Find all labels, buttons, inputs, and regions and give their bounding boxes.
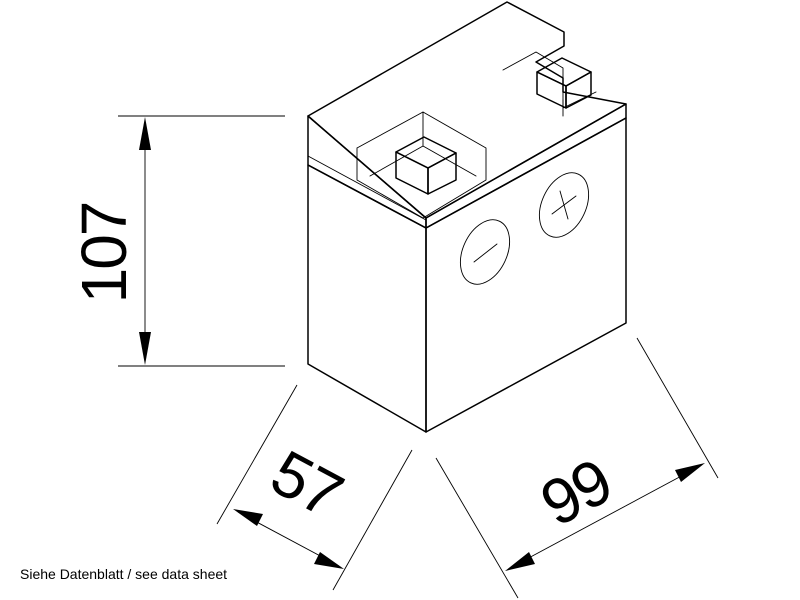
plus-icon-vertical xyxy=(559,190,569,220)
width-arrow-right xyxy=(675,463,705,482)
height-dimension: 107 xyxy=(68,115,285,367)
width-extension-right xyxy=(636,337,719,479)
positive-recess-outline xyxy=(502,51,597,109)
battery-body xyxy=(307,1,627,433)
height-arrow-top xyxy=(139,117,151,150)
depth-arrow-right xyxy=(314,552,344,569)
width-extension-left xyxy=(435,457,519,599)
minus-icon xyxy=(473,243,498,263)
see-data-sheet-caption: Siehe Datenblatt / see data sheet xyxy=(20,566,228,582)
positive-sign-emblem xyxy=(538,172,590,238)
negative-recess-inner xyxy=(369,145,477,177)
lid-front-band xyxy=(307,115,427,229)
width-value: 99 xyxy=(529,445,622,540)
lid-seam-front xyxy=(307,155,427,221)
depth-value: 57 xyxy=(260,436,353,531)
positive-terminal-post xyxy=(536,57,592,109)
lid-top-face xyxy=(307,1,627,219)
depth-extension-left xyxy=(216,384,298,525)
width-arrow-left xyxy=(505,552,535,571)
depth-dimension: 57 xyxy=(216,384,413,591)
body-right-face xyxy=(425,117,627,433)
depth-arrow-left xyxy=(233,509,263,526)
depth-extension-right xyxy=(332,449,413,591)
height-value: 107 xyxy=(68,203,140,304)
width-dimension-line xyxy=(509,465,701,569)
negative-terminal-post xyxy=(395,136,457,195)
negative-sign-emblem xyxy=(459,219,511,285)
height-arrow-bottom xyxy=(139,332,151,365)
body-front-face xyxy=(307,164,427,433)
width-dimension: 99 xyxy=(435,337,719,599)
